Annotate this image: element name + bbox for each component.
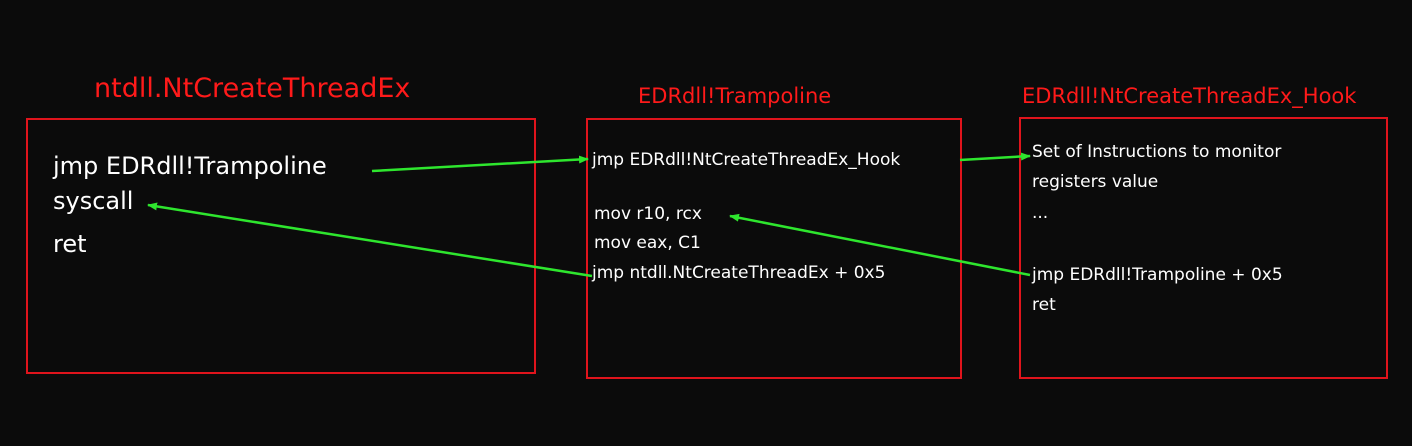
trampoline-line-mov-eax: mov eax, C1 [594, 233, 701, 253]
trampoline-line-jmp-ntdll: jmp ntdll.NtCreateThreadEx + 0x5 [592, 263, 886, 283]
hook-line-ret: ret [1032, 295, 1056, 315]
ntdll-box-title: ntdll.NtCreateThreadEx [94, 73, 411, 104]
trampoline-line-jmp-hook: jmp EDRdll!NtCreateThreadEx_Hook [592, 150, 901, 170]
trampoline-box-title: EDRdll!Trampoline [638, 84, 832, 108]
trampoline-line-mov-r10: mov r10, rcx [594, 204, 702, 224]
hook-line-ellipsis: ... [1032, 203, 1049, 223]
ntdll-line-syscall: syscall [53, 187, 134, 215]
hook-line-jmp-trampoline: jmp EDRdll!Trampoline + 0x5 [1032, 265, 1283, 285]
ntdll-line-ret: ret [53, 230, 87, 258]
hook-box-title: EDRdll!NtCreateThreadEx_Hook [1022, 84, 1357, 108]
ntdll-line-jmp: jmp EDRdll!Trampoline [53, 152, 327, 180]
hook-line-set-of-instructions: Set of Instructions to monitor [1032, 142, 1282, 162]
hook-line-registers-value: registers value [1032, 172, 1159, 192]
